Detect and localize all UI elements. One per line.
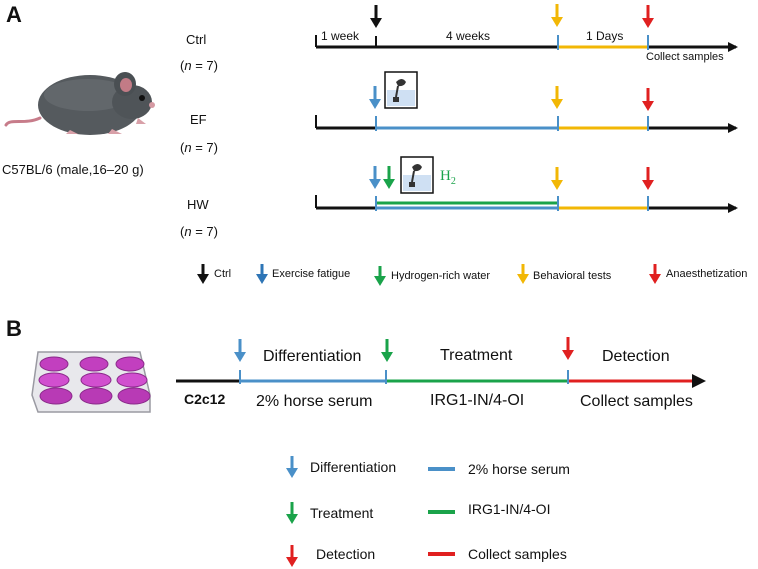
legend-b-detection-label: Detection <box>316 546 376 562</box>
ef-timeline <box>315 115 738 133</box>
group-ef-label: EF <box>190 112 207 127</box>
b-differentiation-arrow <box>234 339 246 362</box>
hw-exercise-arrow <box>369 166 381 189</box>
legend-b-treatment-arrow <box>286 502 298 524</box>
group-hw-n: (n = 7) <box>180 224 218 239</box>
timeline-label-1-week: 1 week <box>321 29 360 43</box>
mouse-illustration <box>4 72 155 135</box>
group-ctrl-n: (n = 7) <box>180 58 218 73</box>
hw-behavior-arrow <box>551 167 563 190</box>
ef-behavior-arrow <box>551 86 563 109</box>
hw-anaesth-arrow <box>642 167 654 190</box>
ef-exercise-box-icon <box>384 71 418 109</box>
legend-a-behavior-label: Behavioral tests <box>533 270 612 282</box>
group-ctrl-label: Ctrl <box>186 32 207 47</box>
legend-a-behavior-arrow <box>517 264 529 284</box>
legend-b-serum-label: 2% horse serum <box>468 461 570 477</box>
stage-serum-label: 2% horse serum <box>256 393 373 410</box>
ef-exercise-arrow <box>369 86 381 109</box>
legend-a-anaesth-label: Anaesthetization <box>666 268 748 280</box>
legend-a-exercise-label: Exercise fatigue <box>272 268 351 280</box>
legend-a-hydrogen-arrow <box>374 266 386 286</box>
panel-b-label: B <box>6 316 22 341</box>
b-treatment-arrow <box>381 339 393 362</box>
group-ef-n: (n = 7) <box>180 140 218 155</box>
b-timeline <box>176 370 706 388</box>
panel-a-label: A <box>6 2 22 27</box>
legend-a-anaesth-arrow <box>649 264 661 284</box>
legend-b-differentiation-label: Differentiation <box>310 459 397 475</box>
legend-b-detection-arrow <box>286 545 298 567</box>
hw-hydrogen-arrow <box>383 166 395 189</box>
legend-b-treatment-label: Treatment <box>310 505 374 521</box>
legend-a-ctrl-arrow <box>197 264 209 284</box>
ctrl-anaesth-arrow <box>642 5 654 28</box>
mouse-caption: C57BL/6 (male,16–20 g) <box>2 162 144 177</box>
ctrl-timeline <box>315 35 738 52</box>
hw-timeline <box>315 195 738 213</box>
timeline-label-collect: Collect samples <box>646 51 724 63</box>
b-detection-arrow <box>562 337 574 360</box>
stage-differentiation-label: Differentiation <box>263 348 362 365</box>
timeline-label-1-days: 1 Days <box>586 29 624 43</box>
cell-line-label: C2c12 <box>184 391 226 407</box>
legend-b-collect-label: Collect samples <box>468 546 567 562</box>
culture-plate-illustration <box>31 351 151 413</box>
timeline-label-4-weeks: 4 weeks <box>446 29 491 43</box>
legend-a-exercise-arrow <box>256 264 268 284</box>
legend-a-hydrogen-label: Hydrogen-rich water <box>391 270 491 282</box>
legend-b-differentiation-arrow <box>286 456 298 478</box>
legend-a-ctrl-label: Ctrl <box>214 268 232 280</box>
group-hw-label: HW <box>187 197 209 212</box>
stage-irg1-label: IRG1-IN/4-OI <box>430 392 525 409</box>
stage-collect-label: Collect samples <box>580 393 693 410</box>
legend-b-treatment-line-label: IRG1-IN/4-OI <box>468 501 551 517</box>
ctrl-black-arrow <box>370 5 382 28</box>
hw-exercise-box-icon <box>400 156 434 194</box>
stage-treatment-label: Treatment <box>440 347 513 364</box>
ef-anaesth-arrow <box>642 88 654 111</box>
ctrl-behavior-arrow <box>551 4 563 27</box>
stage-detection-label: Detection <box>602 348 670 365</box>
h2-label: H2 <box>440 168 456 187</box>
